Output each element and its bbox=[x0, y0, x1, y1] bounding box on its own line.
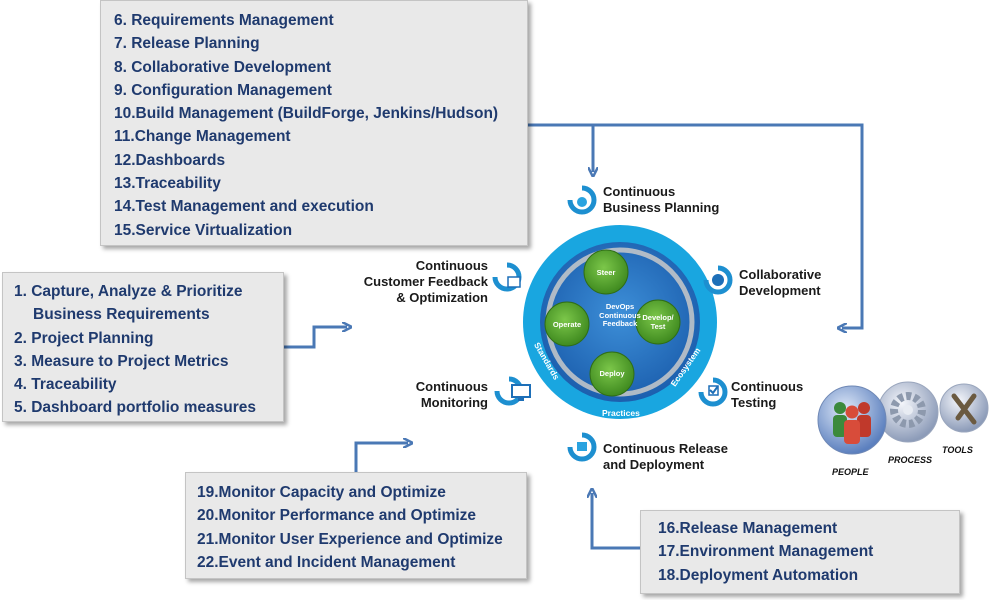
list-item: 20.Monitor Performance and Optimize bbox=[197, 507, 477, 525]
steer-circle bbox=[583, 249, 629, 295]
monitoring-icon bbox=[494, 376, 531, 406]
arrow-left-to-feedback bbox=[283, 327, 347, 349]
wheel-inner-disk bbox=[540, 242, 700, 402]
operate-label: Operate bbox=[552, 320, 582, 329]
operate-circle bbox=[544, 301, 590, 347]
list-item: 8. Collaborative Development bbox=[114, 58, 332, 76]
center-line: Feedback bbox=[602, 319, 638, 328]
label-line: Customer Feedback bbox=[363, 274, 488, 289]
people-icon bbox=[833, 402, 871, 444]
label-release-deployment: Continuous Release and Deployment bbox=[603, 441, 728, 473]
people-process-tools-graphic bbox=[817, 381, 989, 455]
list-item: 15.Service Virtualization bbox=[114, 221, 293, 239]
list-item: Business Requirements bbox=[33, 306, 210, 324]
list-item: 7. Release Planning bbox=[114, 35, 260, 53]
center-line: Continuous bbox=[599, 310, 641, 320]
list-item: 17.Environment Management bbox=[658, 543, 874, 561]
box-release-and-deploy: 16.Release Management 17.Environment Man… bbox=[640, 510, 960, 594]
arrow-bottom-to-monitoring bbox=[354, 443, 408, 472]
tools-label: TOOLS bbox=[942, 445, 973, 455]
list-item: 3. Measure to Project Metrics bbox=[14, 352, 229, 370]
label-monitoring: Continuous Monitoring bbox=[390, 379, 488, 411]
label-line: Continuous Release bbox=[603, 441, 728, 456]
develop-test-label: Develop/ Test bbox=[642, 313, 674, 331]
label-line: Monitoring bbox=[420, 395, 488, 410]
deploy-circle bbox=[589, 351, 635, 397]
center-line: DevOps bbox=[605, 302, 635, 311]
label-line: Business Planning bbox=[603, 200, 720, 215]
label-line: and Deployment bbox=[603, 457, 705, 472]
steer-label: Steer bbox=[596, 268, 616, 277]
label-line: Continuous bbox=[731, 379, 804, 394]
tools-icon bbox=[951, 393, 977, 425]
people-label: PEOPLE bbox=[832, 467, 869, 477]
list-item: 19.Monitor Capacity and Optimize bbox=[197, 484, 446, 501]
list-item: 9. Configuration Management bbox=[114, 81, 332, 99]
label-line: Development bbox=[739, 283, 821, 298]
release-deployment-icon bbox=[567, 432, 597, 462]
list-item: 21.Monitor User Experience and Optimize bbox=[197, 530, 503, 548]
list-item: 13.Traceability bbox=[114, 175, 221, 193]
label-line: Testing bbox=[731, 395, 777, 410]
label-line: Collaborative bbox=[739, 267, 822, 282]
testing-icon bbox=[698, 377, 728, 407]
list-item: 10.Build Management (BuildForge, Jenkins… bbox=[114, 105, 499, 123]
list-item: 6. Requirements Management bbox=[114, 12, 334, 29]
box-monitor-and-optimize: 19.Monitor Capacity and Optimize 20.Moni… bbox=[185, 472, 527, 579]
list-item: 16.Release Management bbox=[658, 520, 838, 537]
label-feedback: Continuous Customer Feedback & Optimizat… bbox=[340, 258, 488, 306]
list-item: 1. Capture, Analyze & Prioritize bbox=[14, 283, 243, 300]
arrow-top-to-planning bbox=[527, 123, 593, 172]
arrow-right-to-release bbox=[592, 493, 640, 550]
gear-icon bbox=[890, 392, 926, 428]
wheel-center-text: DevOps Continuous Feedback bbox=[592, 302, 648, 329]
box-build-and-develop: 6. Requirements Management 7. Release Pl… bbox=[100, 0, 528, 246]
label-collaborative-development: Collaborative Development bbox=[739, 267, 821, 299]
list-item: 4. Traceability bbox=[14, 376, 117, 394]
arrow-top-to-development bbox=[593, 123, 864, 328]
collaborative-development-icon bbox=[703, 265, 733, 295]
deploy-label: Deploy bbox=[599, 369, 625, 378]
list-item: 22.Event and Incident Management bbox=[197, 553, 456, 571]
ring-practices: Practices bbox=[602, 408, 640, 418]
label-line: Continuous bbox=[415, 258, 488, 273]
devops-wheel bbox=[523, 225, 717, 419]
process-label: PROCESS bbox=[888, 455, 933, 465]
list-item: 2. Project Planning bbox=[14, 329, 154, 347]
list-item: 5. Dashboard portfolio measures bbox=[14, 399, 257, 417]
list-item: 14.Test Management and execution bbox=[114, 198, 374, 216]
list-item: 12.Dashboards bbox=[114, 151, 226, 169]
business-planning-icon bbox=[567, 185, 597, 215]
develop-test-circle bbox=[635, 299, 681, 345]
label-testing: Continuous Testing bbox=[731, 379, 803, 411]
list-item: 11.Change Management bbox=[114, 128, 291, 146]
label-line: Continuous bbox=[603, 184, 676, 199]
label-line: Continuous bbox=[415, 379, 488, 394]
box-plan-and-measure: 1. Capture, Analyze & Prioritize Busines… bbox=[2, 272, 284, 422]
label-business-planning: Continuous Business Planning bbox=[603, 184, 719, 216]
label-line: & Optimization bbox=[396, 290, 488, 305]
list-item: 18.Deployment Automation bbox=[658, 566, 859, 584]
feedback-icon bbox=[492, 262, 522, 292]
